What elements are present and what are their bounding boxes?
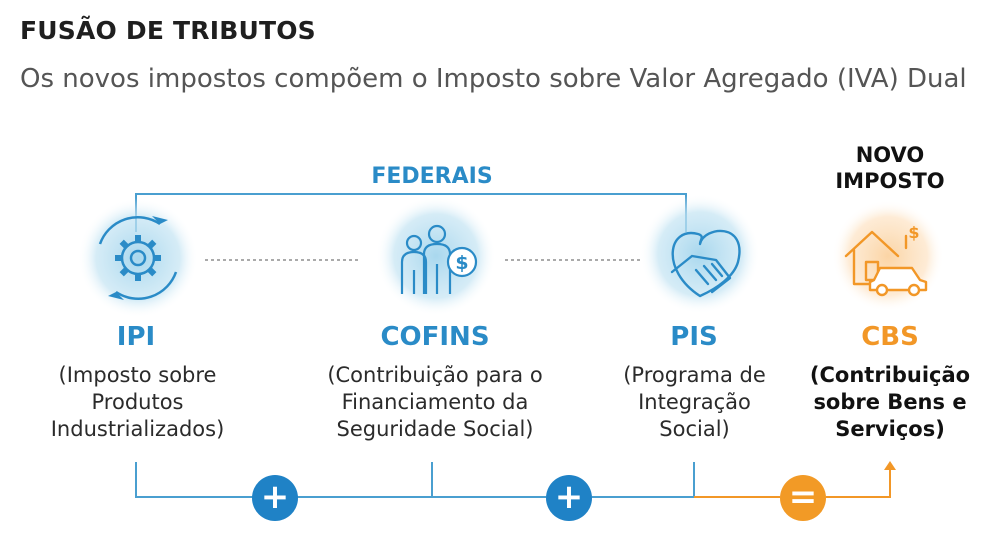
plus-operator: + (252, 475, 298, 521)
house-car-money-icon: $ (844, 223, 928, 297)
arrow-up-icon (884, 461, 896, 470)
page-subtitle: Os novos impostos compõem o Imposto sobr… (20, 64, 967, 94)
tax-description-cofins: (Contribuição para o Financiamento da Se… (327, 363, 543, 441)
svg-text:$: $ (908, 223, 919, 242)
handshake-heart-icon (670, 229, 741, 298)
new-tax-label: NOVO IMPOSTO (835, 143, 945, 193)
watercolor-blob (376, 196, 496, 316)
tax-description-ipi: (Imposto sobre Produtos Industrializados… (50, 363, 225, 441)
tax-name-cbs: CBS (861, 322, 919, 352)
plus-operator: + (546, 475, 592, 521)
gear-icon (98, 216, 178, 300)
watercolor-blob (78, 198, 198, 318)
equals-operator: = (780, 475, 826, 521)
tax-name-ipi: IPI (116, 322, 156, 352)
bottom-connectors (135, 462, 891, 498)
tax-description-cbs: (Contribuição sobre Bens e Serviços) (809, 363, 971, 441)
tax-name-pis: PIS (670, 322, 718, 352)
watercolor-blob (832, 200, 944, 312)
tax-description-pis: (Programa de Integração Social) (623, 363, 766, 441)
watercolor-blob (640, 194, 760, 314)
svg-text:$: $ (455, 252, 468, 274)
page-title: FUSÃO DE TRIBUTOS (20, 16, 316, 45)
people-money-icon: $ (400, 224, 478, 294)
group-label-federais: FEDERAIS (371, 164, 493, 189)
tax-name-cofins: COFINS (380, 322, 490, 352)
